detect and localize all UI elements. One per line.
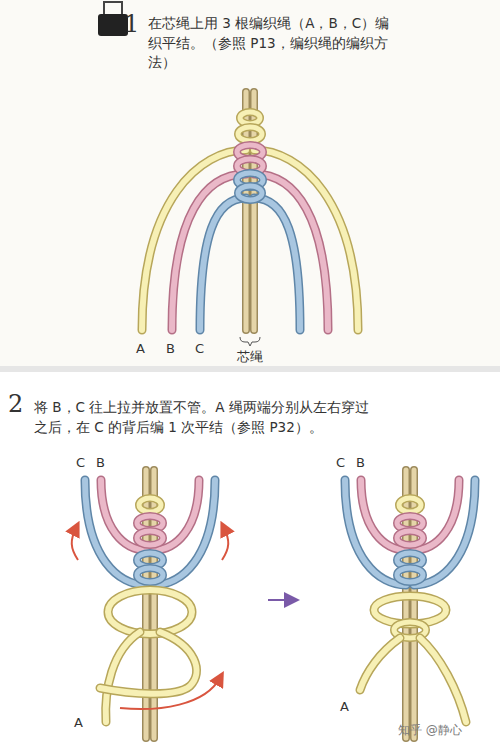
step-text: 在芯绳上用 3 根编织绳（A，B，C）编织平结。（参照 P13，编织绳的编织方法… [148,14,398,73]
step-arrow [268,599,292,601]
step-text: 将 B，C 往上拉并放置不管。A 绳两端分别从左右穿过之后，在 C 的背后编 1… [34,398,374,437]
watermark: 知乎 @静心 [398,722,462,739]
cord-label: C [336,456,345,469]
cord-label: C [195,342,204,355]
panel-one-cords [142,92,358,330]
cord-label: A [136,342,145,355]
panel-two [0,372,500,750]
panel-one [0,0,500,366]
cord-label: A [74,716,83,729]
cord-label: B [96,456,105,469]
step-number: 2 [8,392,23,416]
cord-label: B [356,456,365,469]
cord-label: B [166,342,175,355]
cord-label: A [340,700,349,713]
panel-two-right-cords [345,470,475,738]
step-number: 1 [124,12,139,36]
panel-two-left-cords [85,470,215,738]
binder-clip [98,2,128,36]
cord-label: C [76,456,85,469]
core-label: 芯绳 [237,350,263,363]
core-brace [240,337,260,346]
motion-arrows [72,528,229,709]
